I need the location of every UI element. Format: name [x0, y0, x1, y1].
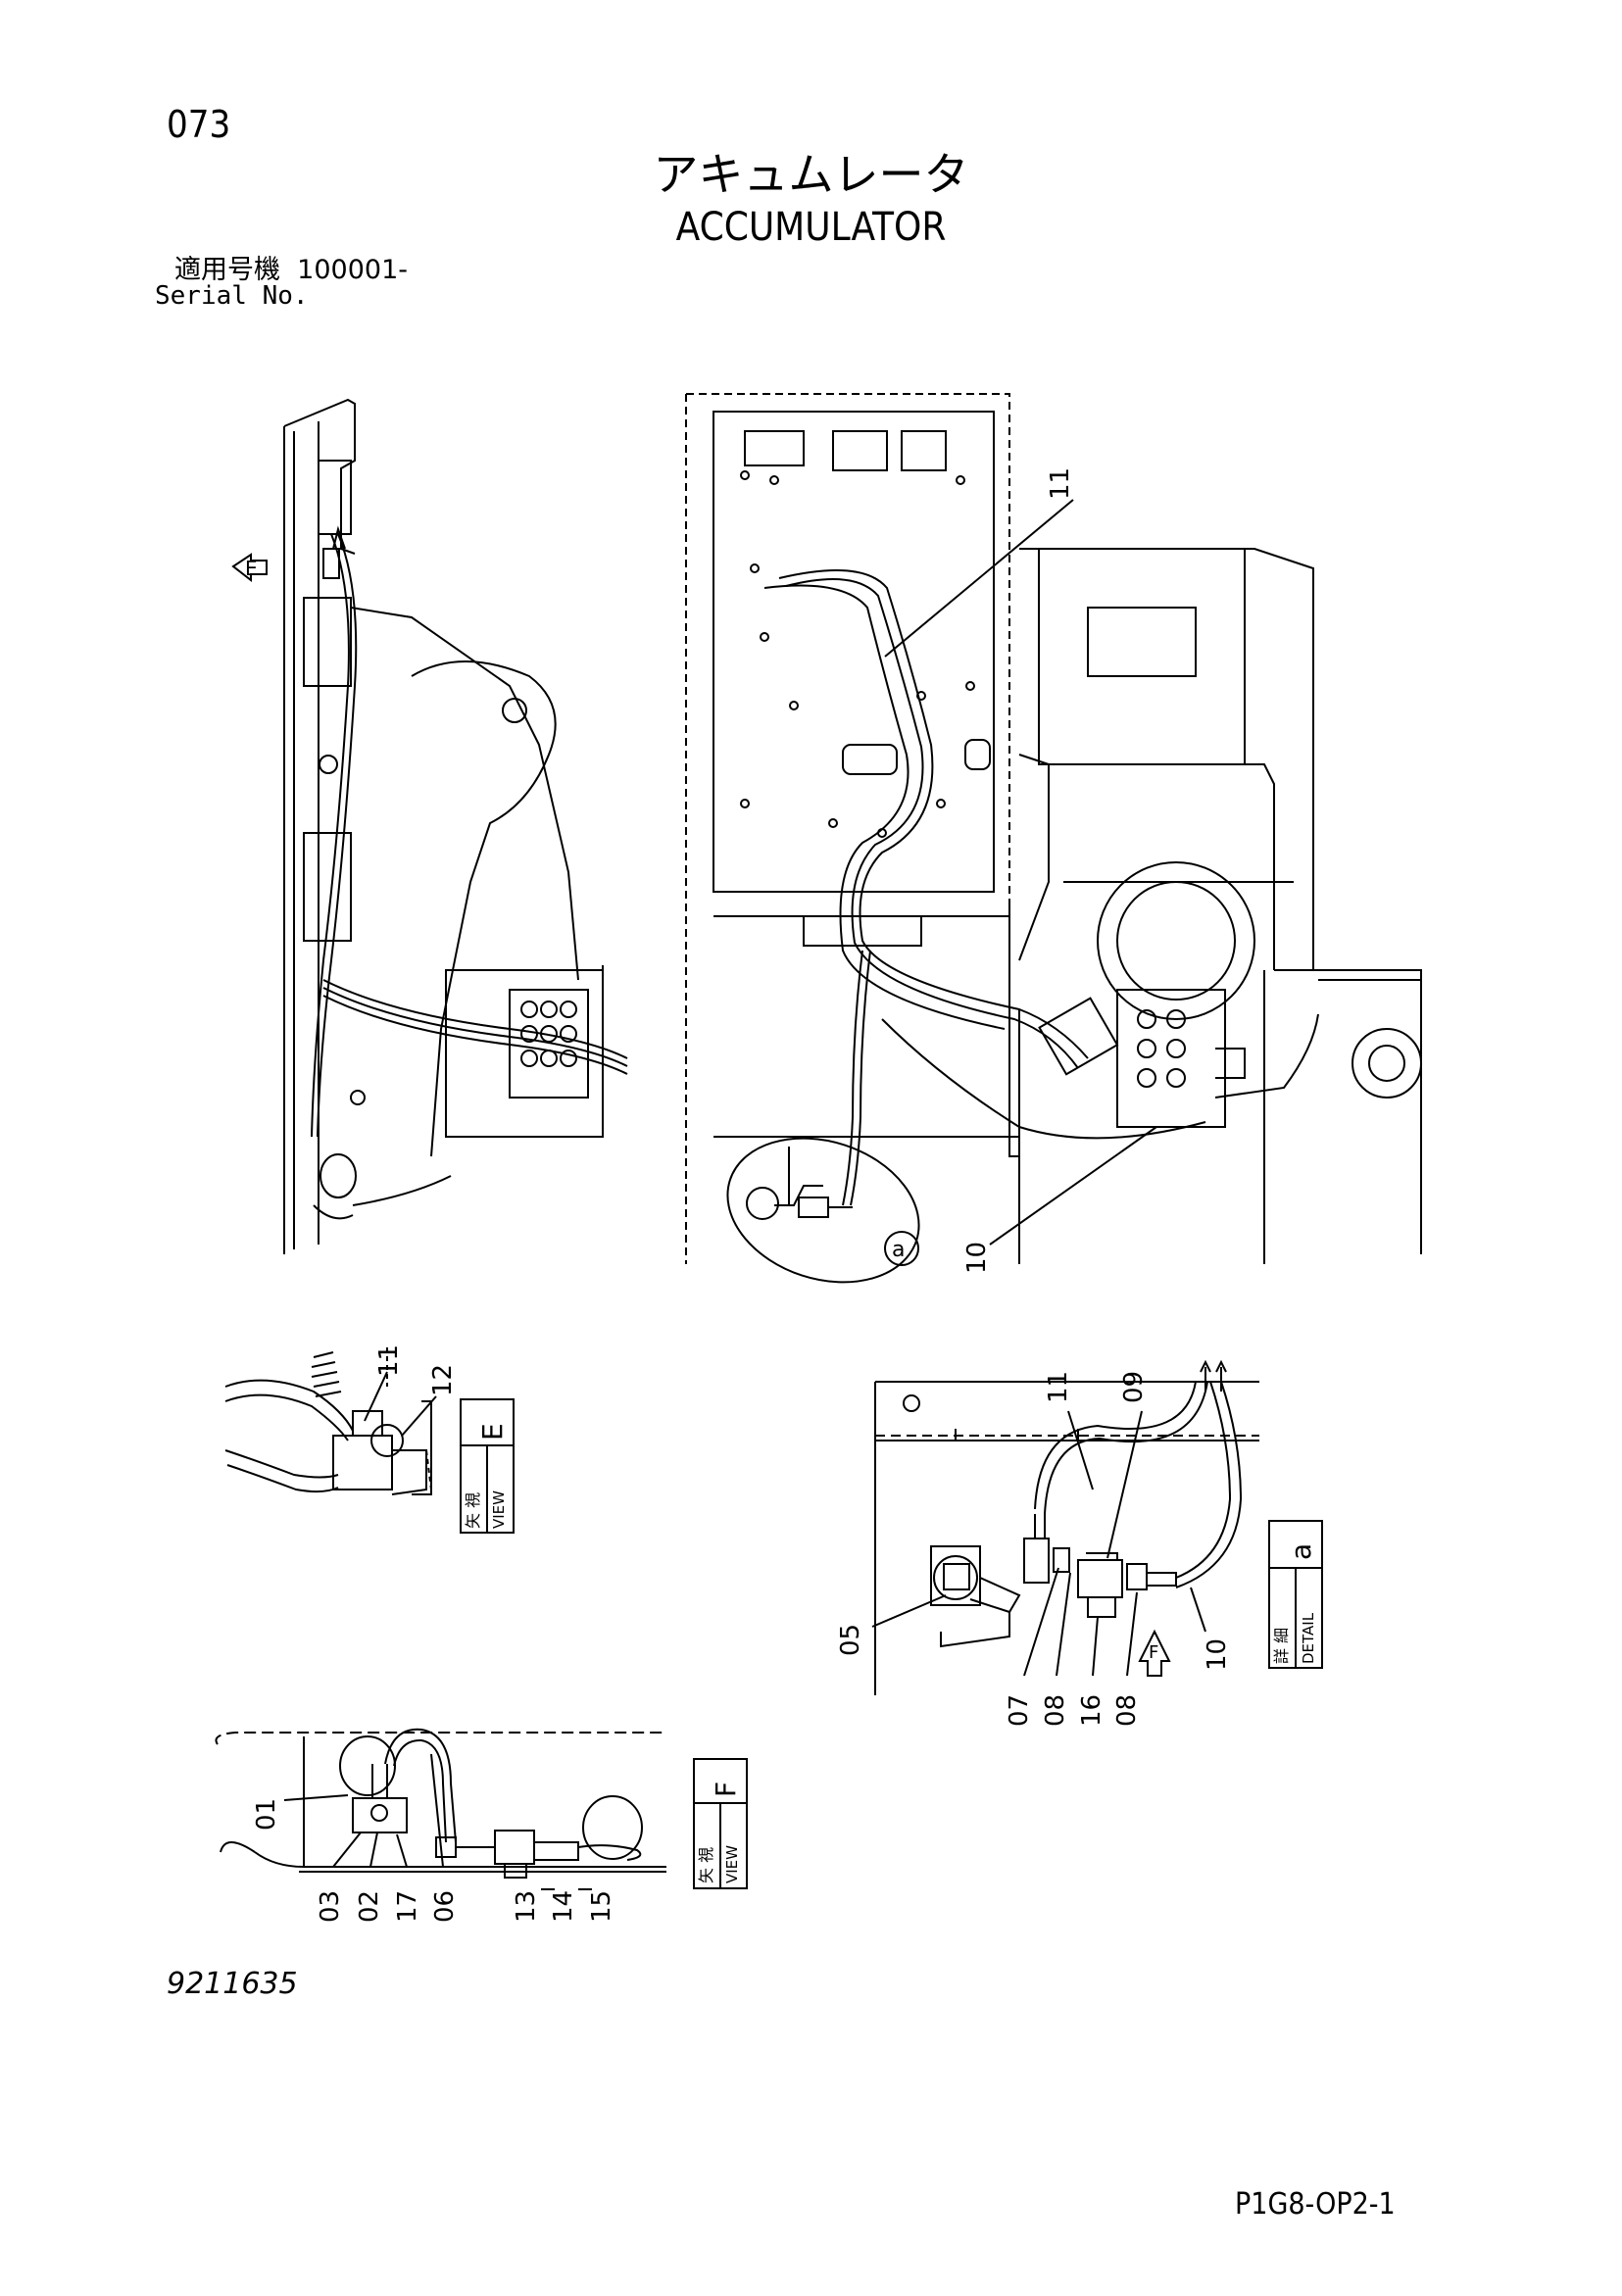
detail-circle-letter: a	[892, 1238, 905, 1262]
detail-a-region: a	[726, 1137, 920, 1284]
leader-line-view-f-03	[332, 1832, 362, 1868]
view-f-label-kanji: 矢 視	[697, 1847, 715, 1883]
leader-line-detail-11	[1067, 1410, 1094, 1490]
side-view-drawing	[283, 398, 628, 1254]
leader-line-10	[989, 1126, 1157, 1246]
leader-line-detail-16	[1092, 1616, 1099, 1677]
leader-line-detail-08a	[1056, 1572, 1071, 1677]
view-e-label-box: E 矢 視 VIEW	[460, 1398, 515, 1534]
view-f-label-letter: F	[710, 1782, 742, 1797]
callout-detail-11: 11	[1044, 1371, 1073, 1403]
callout-view-f-13: 13	[512, 1890, 541, 1923]
leader-line-detail-09	[1106, 1410, 1143, 1559]
callout-view-f-17: 17	[393, 1890, 422, 1923]
view-e-arrow-letter: E	[245, 557, 258, 580]
leader-line-view-e-12	[401, 1395, 437, 1437]
page-title-japanese: アキュムレータ	[653, 148, 969, 201]
view-e-drawing	[224, 1347, 432, 1495]
callout-detail-07: 07	[1005, 1694, 1034, 1727]
page-title-english: ACCUMULATOR	[675, 205, 947, 250]
serial-value: 100001-	[297, 255, 408, 285]
leader-line-detail-08b	[1126, 1591, 1138, 1677]
callout-detail-08b: 08	[1112, 1694, 1142, 1727]
drawing-number: 9211635	[167, 1967, 298, 2001]
callout-view-e-12: 12	[428, 1364, 458, 1396]
callout-detail-05: 05	[836, 1624, 865, 1656]
serial-row: 適用号機 100001-	[174, 257, 408, 283]
leader-line-view-f-06	[430, 1753, 444, 1868]
detail-a-label-kanji: 詳 細	[1272, 1628, 1291, 1664]
callout-detail-10: 10	[1203, 1638, 1232, 1671]
detail-a-drawing: F	[874, 1359, 1259, 1695]
callout-view-f-06: 06	[430, 1890, 460, 1923]
callout-detail-16: 16	[1077, 1694, 1106, 1727]
leader-line-detail-07	[1023, 1567, 1059, 1677]
view-e-label-view: VIEW	[490, 1490, 508, 1529]
callout-main-10: 10	[962, 1242, 992, 1274]
detail-a-label-detail: DETAIL	[1300, 1612, 1317, 1664]
leader-line-11	[884, 499, 1074, 658]
callout-view-f-15: 15	[587, 1890, 616, 1923]
plan-view-drawing	[685, 393, 1422, 1264]
page-number: 073	[167, 103, 231, 146]
callout-main-11: 11	[1046, 467, 1075, 500]
view-f-drawing	[215, 1728, 666, 1879]
callout-view-e-11: 11	[374, 1344, 404, 1377]
serial-label-english: Serial No.	[155, 281, 309, 311]
leader-line-view-f-17	[396, 1833, 408, 1868]
view-f-arrow-letter: F	[1149, 1642, 1158, 1663]
page-code: P1G8-OP2-1	[1235, 2187, 1396, 2222]
callout-view-f-14: 14	[549, 1890, 578, 1923]
leader-line-view-e-11	[364, 1371, 388, 1422]
callout-view-f-02: 02	[355, 1890, 384, 1923]
view-f-label-box: F 矢 視 VIEW	[693, 1758, 748, 1889]
leader-line-view-f-02	[369, 1832, 378, 1868]
view-e-arrow-marker: E	[231, 553, 268, 583]
leader-line-detail-10	[1190, 1587, 1206, 1633]
callout-view-f-01: 01	[252, 1798, 281, 1831]
callout-detail-09: 09	[1119, 1371, 1149, 1403]
view-e-label-kanji: 矢 視	[464, 1492, 482, 1529]
detail-a-label-letter: a	[1285, 1543, 1317, 1560]
callout-detail-08a: 08	[1041, 1694, 1070, 1727]
callout-view-f-03: 03	[316, 1890, 345, 1923]
leader-line-view-f-01	[283, 1794, 349, 1801]
view-e-label-letter: E	[476, 1423, 509, 1441]
serial-label-japanese: 適用号機	[174, 255, 280, 285]
leader-line-detail-05	[871, 1594, 947, 1628]
view-f-label-view: VIEW	[723, 1845, 741, 1883]
detail-a-label-box: a 詳 細 DETAIL	[1268, 1520, 1323, 1669]
